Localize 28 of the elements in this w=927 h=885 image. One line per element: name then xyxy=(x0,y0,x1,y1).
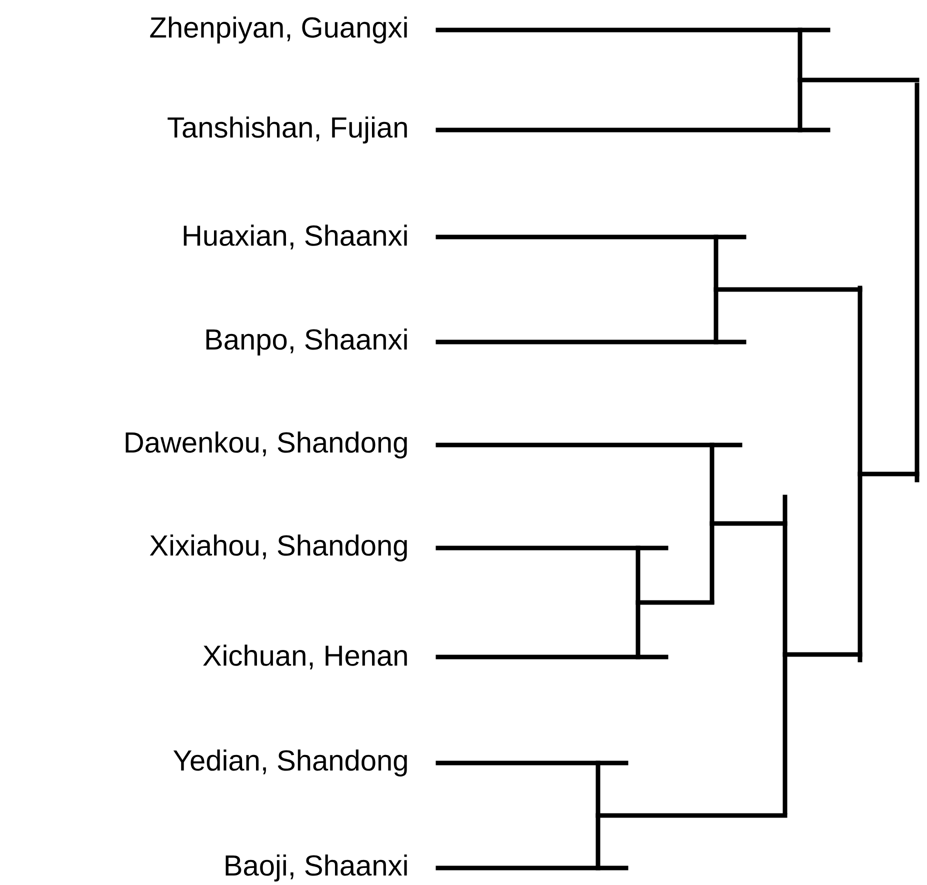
dendrogram-branch xyxy=(710,521,788,526)
cluster-bar xyxy=(858,286,862,662)
site-label: Baoji, Shaanxi xyxy=(226,854,407,882)
dendrogram-branch xyxy=(436,234,746,240)
site-label: Banpo, Shaanxi xyxy=(206,328,407,356)
dendrogram-branch xyxy=(436,654,668,660)
dendrogram-branch xyxy=(436,546,668,550)
dendrogram-branch xyxy=(436,760,628,766)
dendrogram-branch xyxy=(436,340,746,344)
cluster-bar xyxy=(782,494,788,814)
dendrogram-branch xyxy=(798,78,920,82)
dendrogram-branch xyxy=(596,813,788,818)
dendrogram-branch xyxy=(714,287,862,292)
dendrogram-branch xyxy=(436,28,830,32)
cluster-bar xyxy=(914,82,920,482)
dendrogram-branch xyxy=(636,600,714,605)
site-label: Tanshishan, Fujian xyxy=(168,116,407,144)
site-label: Xixiahou, Shandong xyxy=(150,534,407,562)
dendrogram-branch xyxy=(858,472,920,476)
dendrogram-branch xyxy=(436,866,628,870)
site-label: Zhenpiyan, Guangxi xyxy=(150,16,407,44)
site-label: Xichuan, Henan xyxy=(203,644,407,670)
site-label: Huaxian, Shaanxi xyxy=(184,224,407,250)
dendrogram-branch xyxy=(782,652,862,657)
dendrogram-branch xyxy=(436,128,830,132)
dendrogram-branch xyxy=(436,442,742,448)
site-label: Dawenkou, Shandong xyxy=(126,431,407,459)
site-label: Yedian, Shandong xyxy=(173,749,407,777)
